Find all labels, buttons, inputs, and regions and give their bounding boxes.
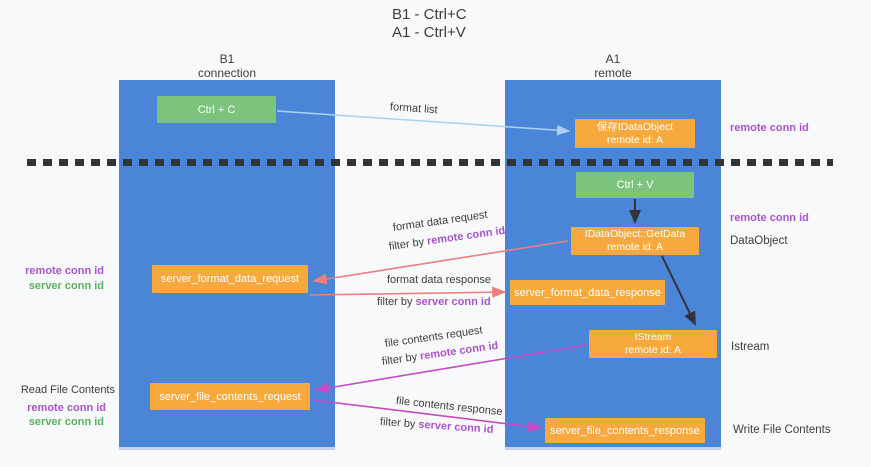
node-idataobject-getdata-line1: IDataObject::GetData [584,228,686,240]
title-line-2: A1 - Ctrl+V [392,24,466,41]
left-label-server-conn-id: server conn id [28,280,104,292]
diagram-title: B1 - Ctrl+C A1 - Ctrl+V [392,6,467,42]
lane-b1-subtitle: connection [197,66,257,80]
node-save-idataobject: 保存IDataObject remote id: A [575,119,695,148]
left-label-read-file-contents: Read File Contents [20,384,115,396]
edge-label-file-contents-response: file contents response [395,395,504,419]
node-server-file-contents-response: server_file_contents_response [545,418,705,443]
lane-a1-title: A1 [605,52,621,66]
left-label-remote-conn-id-2: remote conn id [27,402,106,414]
lane-header-b1: B1 connection [119,52,335,80]
remote-conn-id-text: remote conn id [426,224,507,248]
filter-by-text: filter by [379,416,416,431]
node-server-format-data-response: server_format_data_response [510,280,665,305]
node-save-idataobject-line1: 保存IDataObject [596,120,674,133]
left-label-remote-conn-id: remote conn id [25,265,104,277]
filter-by-text: filter by [388,236,425,253]
right-label-dataobject: DataObject [730,235,788,247]
title-line-1: B1 - Ctrl+C [392,6,467,23]
left-label-server-conn-id-2: server conn id [28,416,104,428]
lane-b1-title: B1 [219,52,235,66]
node-idataobject-getdata: IDataObject::GetData remote id: A [571,227,699,255]
right-label-write-file-contents: Write File Contents [733,424,831,436]
filter-by-text: filter by [381,351,418,368]
server-conn-id-text: server conn id [417,418,494,436]
filter-by-text: filter by [377,296,413,308]
node-ctrl-v: Ctrl + V [576,172,694,198]
lane-header-a1: A1 remote [505,52,721,80]
node-istream-line1: IStream [634,331,672,343]
right-label-remote-conn-id-mid: remote conn id [730,212,809,224]
session-separator-dashed-line [27,159,833,166]
node-istream-line2: remote id: A [624,344,682,356]
node-save-idataobject-line2: remote id: A [606,133,664,146]
right-label-istream: Istream [731,341,770,353]
node-server-format-data-request: server_format_data_request [152,265,308,293]
edge-label-format-data-response: format data response [387,274,491,286]
node-ctrl-c: Ctrl + C [157,96,276,123]
right-label-remote-conn-id-top: remote conn id [730,122,809,134]
server-conn-id-text: server conn id [415,296,491,308]
node-server-file-contents-request: server_file_contents_request [150,383,310,410]
format-data-response-arrow [309,286,507,298]
edge-label-format-list: format list [389,101,438,117]
node-istream: IStream remote id: A [589,330,717,358]
lane-a1-subtitle: remote [594,66,632,80]
node-idataobject-getdata-line2: remote id: A [606,241,664,253]
